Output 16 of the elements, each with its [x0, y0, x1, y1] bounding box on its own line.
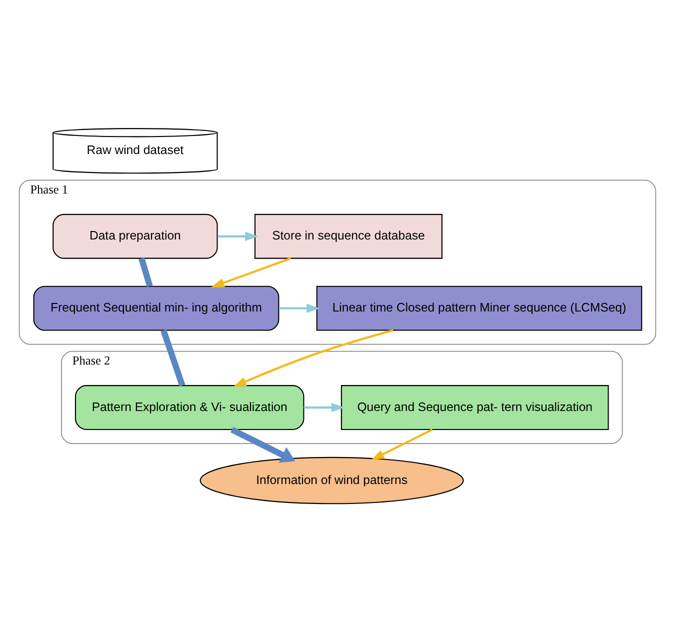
node-box: Frequent Sequential min- ing algorithm [33, 285, 280, 330]
arrow [218, 231, 258, 240]
arrow [233, 328, 394, 386]
node-box: Pattern Exploration & Vi- sualization [74, 384, 304, 430]
connector [138, 256, 153, 287]
node-box: Data preparation [52, 213, 218, 258]
arrow [278, 303, 320, 312]
node-box: Linear time Closed pattern Miner sequence (LCMSeq) [316, 285, 642, 330]
node-box: Store in sequence database [254, 213, 442, 258]
arrow [211, 256, 292, 287]
arrow [304, 402, 345, 412]
connector [160, 328, 186, 386]
node-ellipse: Information of wind patterns [200, 456, 464, 504]
node-box: Query and Sequence pat- tern visualization [340, 384, 609, 430]
arrow [230, 426, 296, 462]
arrow [370, 428, 433, 460]
